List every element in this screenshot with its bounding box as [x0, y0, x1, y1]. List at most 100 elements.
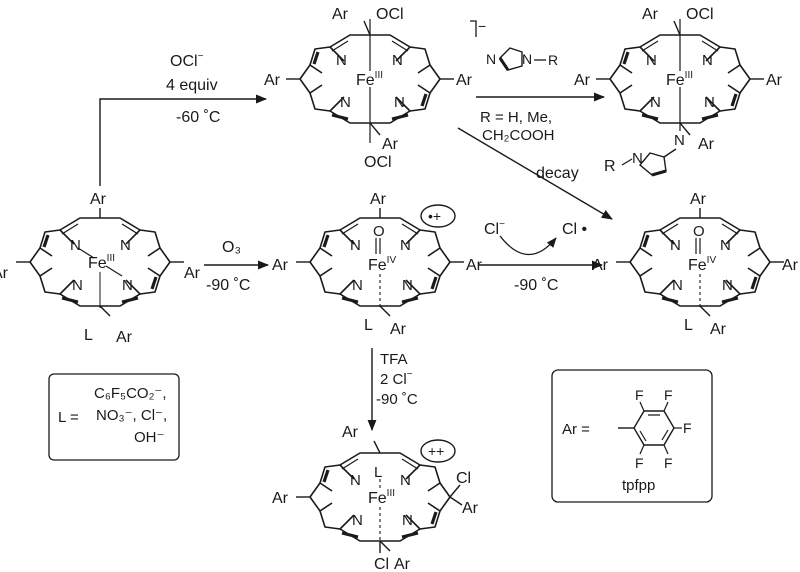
- n-label: N: [400, 237, 411, 254]
- n-label: N: [122, 277, 133, 294]
- n-label: N: [340, 94, 351, 111]
- fe-label: FeIII: [88, 253, 115, 272]
- legend-l-lhs: L =: [58, 409, 79, 426]
- ar-label: Ar: [264, 72, 281, 89]
- arrow-chloride-curve: [499, 235, 557, 256]
- n-label: N: [672, 277, 683, 294]
- ocl-reagent-label: OCl−: [170, 51, 204, 70]
- ar-label: Ar: [370, 191, 387, 208]
- ar-label: Ar: [642, 6, 659, 23]
- ozone-label: O₃: [222, 239, 241, 256]
- n-label: N: [350, 472, 361, 489]
- porphyrin-bis-ocl: N N N N FeIII Ar OCl Ar Ar Ar OCl −: [264, 6, 486, 171]
- chloride-temp-label: -90 ˚C: [514, 277, 558, 294]
- imidazole-cooh: CH₂COOH: [482, 127, 555, 144]
- ar-label: Ar: [342, 424, 359, 441]
- n-label: N: [120, 237, 131, 254]
- fe-label: FeIV: [368, 255, 396, 274]
- ar-label: Ar: [382, 136, 399, 153]
- pentafluorophenyl-ring: F F F F F: [618, 387, 692, 471]
- n-label: N: [72, 277, 83, 294]
- r-label: R: [604, 158, 616, 175]
- svg-text:2 Cl−: 2 Cl−: [380, 369, 413, 388]
- n-label: N: [722, 277, 733, 294]
- n-label: N: [486, 51, 496, 67]
- fe-label: FeIV: [688, 255, 716, 274]
- n-label: N: [70, 237, 81, 254]
- n-label: N: [702, 52, 713, 69]
- fe-label: FeIII: [666, 70, 693, 89]
- n-label: N: [394, 94, 405, 111]
- n-label: N: [352, 512, 363, 529]
- dication-badge: ++: [428, 443, 444, 459]
- fe-label: FeIII: [368, 488, 395, 507]
- legend-l-line3: OH⁻: [134, 429, 164, 446]
- ocl-label: OCl: [686, 6, 714, 23]
- n-label: N: [402, 277, 413, 294]
- f-label: F: [664, 387, 673, 403]
- n-label: N: [392, 52, 403, 69]
- ar-label: Ar: [574, 72, 591, 89]
- legend-l-box: L = C₆F₅CO₂⁻, NO₃⁻, Cl⁻, OH⁻: [48, 373, 180, 461]
- n-label: N: [350, 237, 361, 254]
- porphyrin-start: N N N N FeIII Ar Ar Ar Ar L: [0, 191, 201, 346]
- l-label: L: [84, 327, 93, 344]
- ar-label: Ar: [782, 257, 799, 274]
- l-label: L: [374, 464, 382, 481]
- o-label: O: [373, 223, 385, 240]
- l-label: L: [684, 317, 693, 334]
- n-label: N: [352, 277, 363, 294]
- f-label: F: [635, 455, 644, 471]
- ar-label: Ar: [710, 321, 727, 338]
- porphyrin-compound-i: N N N N O FeIV Ar Ar Ar Ar L •+: [272, 191, 483, 338]
- tfa-temp-label: -90 ˚C: [376, 391, 418, 408]
- n-label: N: [632, 150, 643, 167]
- o-label: O: [693, 223, 705, 240]
- legend-l-line1: C₆F₅CO₂⁻,: [94, 385, 167, 402]
- ar-label: Ar: [272, 490, 289, 507]
- ar-label: Ar: [390, 321, 407, 338]
- n-label: N: [650, 94, 661, 111]
- legend-l-line2: NO₃⁻, Cl⁻,: [96, 407, 167, 424]
- imidazole-conditions: R = H, Me,: [480, 109, 552, 126]
- ocl-label: OCl: [376, 6, 404, 23]
- tfa-chloride-label: 2 Cl: [380, 371, 407, 388]
- ar-label: Ar: [394, 556, 411, 572]
- fe-label: FeIII: [356, 70, 383, 89]
- ar-label: Ar: [116, 329, 133, 346]
- ar-label: Ar: [462, 500, 479, 517]
- arrow-hypochlorite: [99, 94, 268, 186]
- porphyrin-imidazole: N N N N FeIII Ar OCl Ar Ar Ar N N R: [574, 6, 783, 177]
- n-label: N: [670, 237, 681, 254]
- r-label: R: [548, 52, 558, 68]
- n-label: N: [400, 472, 411, 489]
- decay-label: decay: [536, 165, 579, 182]
- n-label: N: [704, 94, 715, 111]
- chloride-reagent-label: Cl−: [484, 219, 505, 238]
- ar-label: Ar: [332, 6, 349, 23]
- f-label: F: [683, 420, 692, 436]
- legend-ar-lhs: Ar =: [562, 421, 590, 438]
- ar-label: Ar: [0, 265, 9, 282]
- ar-label: Ar: [272, 257, 289, 274]
- ar-label: Ar: [90, 191, 107, 208]
- n-label: N: [402, 512, 413, 529]
- f-label: F: [664, 455, 673, 471]
- cl-label: Cl: [374, 556, 389, 572]
- n-label: N: [522, 51, 532, 67]
- complex-charge: −: [478, 18, 486, 34]
- ar-label: Ar: [184, 265, 201, 282]
- ocl-equiv-label: 4 equiv: [166, 77, 218, 94]
- ar-label: Ar: [766, 72, 783, 89]
- legend-ar-box: Ar = F F F F F tpfpp: [551, 369, 713, 503]
- ar-label: Ar: [456, 72, 473, 89]
- ozone-temp-label: -90 ˚C: [206, 277, 250, 294]
- n-label: N: [646, 52, 657, 69]
- porphyrin-chlorinated: N N N N L FeIII Ar Ar Cl Ar Cl Ar ++: [272, 424, 479, 572]
- f-label: F: [635, 387, 644, 403]
- n-label: N: [720, 237, 731, 254]
- ar-label: Ar: [690, 191, 707, 208]
- ar-label: Ar: [466, 257, 483, 274]
- tfa-label: TFA: [380, 351, 408, 368]
